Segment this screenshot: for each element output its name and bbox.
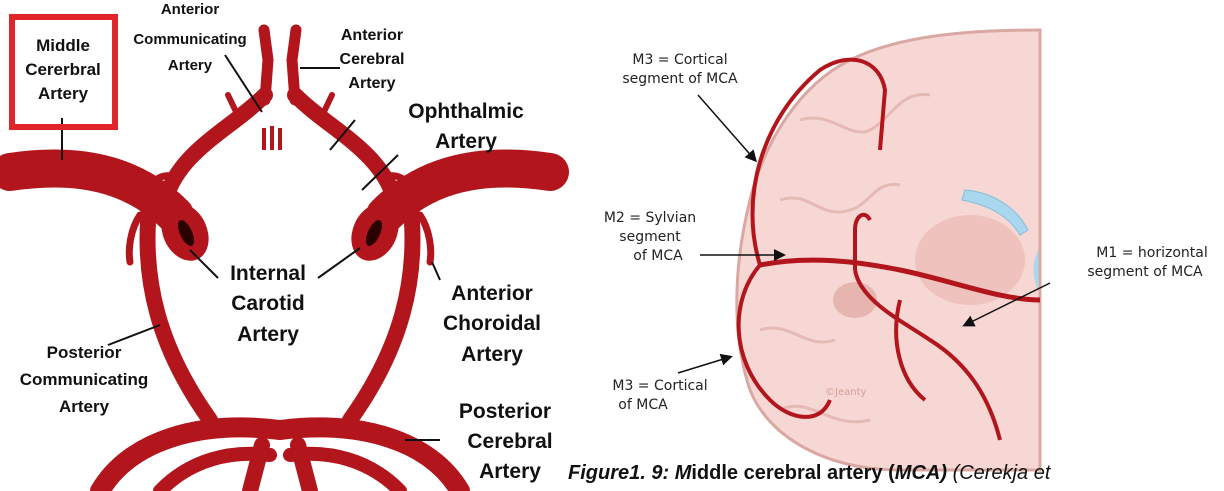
right-anterior-cerebral xyxy=(292,30,296,100)
achor-label-line-1: Anterior xyxy=(451,282,533,305)
ica-label-line-2: Carotid xyxy=(231,292,305,315)
acomm-label-line-1: Anterior xyxy=(161,1,220,18)
achor-leader xyxy=(432,262,440,280)
m2-label-line-3: of MCA xyxy=(633,248,683,264)
acomm-stub-3 xyxy=(278,128,282,150)
aca-label-line-2: Cerebral xyxy=(340,51,405,68)
watermark: ©Jeanty xyxy=(825,387,866,398)
left-anterior-cerebral xyxy=(264,30,268,100)
m3-bottom-arrow xyxy=(678,357,730,373)
acomm-stub-1 xyxy=(262,128,266,150)
brain-section-svg: ©Jeanty M3 = Cortical segment of MCA M2 … xyxy=(570,0,1224,491)
aca-label-line-1: Anterior xyxy=(341,27,403,44)
caption-abbr: MCA) xyxy=(895,462,947,484)
ophthalmic-label-line-2: Artery xyxy=(435,130,497,153)
m1-label-line-2: segment of MCA xyxy=(1087,264,1203,280)
right-anterior-arch xyxy=(295,95,395,200)
ica-leader-right xyxy=(318,248,360,278)
m3-top-arrow xyxy=(698,95,755,160)
pcomm-label-line-3: Artery xyxy=(59,397,110,416)
ophthalmic-label-line-1: Ophthalmic xyxy=(408,100,524,123)
circle-of-willis-svg: Middle Cererbral Artery Anterior Communi… xyxy=(0,0,570,491)
mca-label-line-2: Cererbral xyxy=(25,60,101,79)
mca-label-line-3: Artery xyxy=(38,84,89,103)
acomm-label-line-3: Artery xyxy=(168,57,213,74)
caption-prefix: Figure1. 9: M xyxy=(568,462,691,484)
m3-top-label-line-1: M3 = Cortical xyxy=(632,52,727,68)
m2-label-line-1: M2 = Sylvian xyxy=(604,210,696,226)
m3-bottom-label-line-2: of MCA xyxy=(618,397,668,413)
pca-label-line-3: Artery xyxy=(479,460,541,483)
ica-label-line-3: Artery xyxy=(237,323,299,346)
caption-main: iddle cerebral artery ( xyxy=(691,462,894,484)
caption-citation: (Cerekja et xyxy=(947,462,1050,484)
ica-leader-left xyxy=(190,250,218,278)
m3-bottom-label-line-1: M3 = Cortical xyxy=(612,378,707,394)
acomm-label-line-2: Communicating xyxy=(133,31,246,48)
m2-label-line-2: segment xyxy=(619,229,681,245)
achor-label-line-2: Choroidal xyxy=(443,312,541,335)
circle-of-willis-diagram: Middle Cererbral Artery Anterior Communi… xyxy=(0,0,570,491)
pcomm-label-line-1: Posterior xyxy=(47,343,122,362)
left-anterior-choroidal xyxy=(129,215,140,262)
mca-label-line-1: Middle xyxy=(36,36,90,55)
left-anterior-arch xyxy=(165,95,265,200)
deep-nuclei xyxy=(915,215,1025,305)
aca-label-line-3: Artery xyxy=(348,75,395,92)
pca-label-line-1: Posterior xyxy=(459,400,551,423)
figure-caption: Figure1. 9: Middle cerebral artery (MCA)… xyxy=(568,462,1224,485)
ica-label-line-1: Internal xyxy=(230,262,306,285)
achor-label-line-3: Artery xyxy=(461,343,523,366)
pcomm-leader xyxy=(108,325,160,345)
right-anterior-choroidal xyxy=(420,215,431,262)
acomm-stub-2 xyxy=(270,126,274,150)
mca-segments-diagram: ©Jeanty M3 = Cortical segment of MCA M2 … xyxy=(570,0,1224,491)
pca-label-line-2: Cerebral xyxy=(467,430,552,453)
m3-top-label-line-2: segment of MCA xyxy=(622,71,738,87)
pcomm-label-line-2: Communicating xyxy=(20,370,148,389)
m1-label-line-1: M1 = horizontal xyxy=(1096,245,1207,261)
